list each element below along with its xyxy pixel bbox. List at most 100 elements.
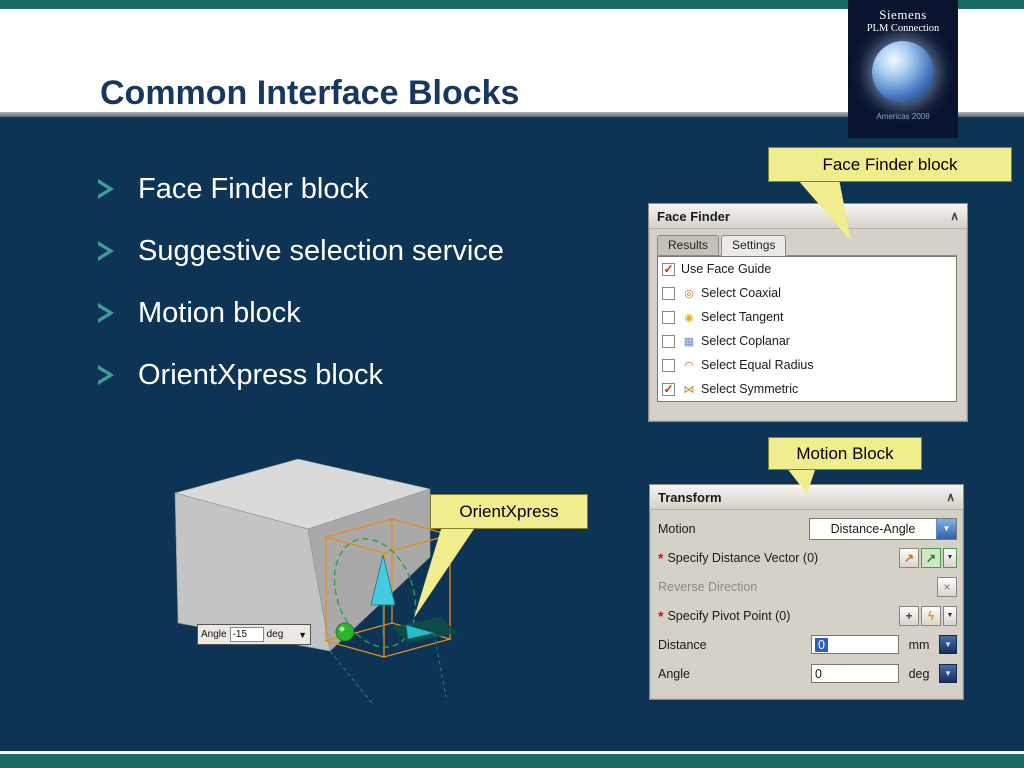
origin-ball-handle[interactable] [335,622,355,642]
distance-value: 0 [815,637,828,652]
transform-rows: Motion Distance-Angle ▼ * Specify Distan… [650,510,963,688]
angle-label: Angle [658,666,690,681]
construction-lines [329,632,447,704]
bullet-arrow-icon [98,365,114,385]
bullet-item: Face Finder block [98,158,504,220]
cad-viewport [173,458,458,704]
reverse-direction-buttons: × [937,576,957,597]
angle-onscreen-widget: Angle -15 deg ▼ [197,624,311,645]
distance-unit-dropdown[interactable]: ▼ [939,635,957,654]
list-item-label: Select Coplanar [701,334,790,348]
transform-title: Transform [658,489,722,505]
angle-unit-label: deg [908,666,930,681]
header-divider [0,112,1024,117]
coplanar-icon: ▦ [683,335,695,348]
callout-orientxpress: OrientXpress [430,494,588,529]
checkbox[interactable]: ✓ [662,261,675,276]
angle-widget-spinner-icon[interactable]: ▼ [298,629,307,640]
inferred-vector-button[interactable]: ↗ [921,547,941,568]
vector-options-dropdown[interactable]: ▼ [943,547,957,568]
required-marker: * [658,549,664,566]
callout-motion-block: Motion Block [768,437,922,470]
tab-results[interactable]: Results [657,235,720,255]
lateral-cone-handle[interactable] [405,624,435,640]
equal-radius-icon: ◠ [684,359,694,372]
reverse-direction-button[interactable]: × [937,576,957,597]
vector-icon: ↗ [925,550,937,565]
face-finder-panel: Face Finder ∧ Results Settings ✓ Use Fac… [648,203,968,422]
motion-row: Motion Distance-Angle ▼ [658,514,957,543]
logo-event-text: Americas 2008 [876,112,930,121]
pivot-point-buttons: + ϟ ▼ [899,605,957,626]
bullet-arrow-icon [98,179,114,199]
bullet-label: Motion block [138,296,301,329]
list-item-use-face-guide[interactable]: ✓ Use Face Guide [658,257,956,281]
angle-widget-input[interactable]: -15 [229,627,264,642]
collapse-arrow-button[interactable]: ∧ [950,209,959,223]
distance-unit-label: mm [908,637,930,652]
tangent-icon: ◉ [684,311,694,324]
point-dialog-button[interactable]: + [899,605,919,626]
solid-block [173,458,432,652]
chevron-down-icon[interactable]: ▼ [936,518,956,539]
list-item-label: Select Tangent [701,310,784,324]
angle-value: 0 [815,666,822,681]
snap-point-button[interactable]: ϟ [921,605,941,626]
point-options-dropdown[interactable]: ▼ [943,605,957,626]
distance-label: Distance [658,637,707,652]
bottom-line [0,751,1024,754]
angle-widget-label: Angle [201,629,227,640]
angle-widget-unit: deg [266,629,284,640]
checkbox[interactable] [662,286,675,300]
globe-icon [872,41,934,103]
siemens-logo: Siemens PLM Connection Americas 2008 [848,0,958,138]
list-item-select-coplanar[interactable]: ▦ Select Coplanar [658,329,956,353]
checkbox[interactable]: ✓ [662,381,675,396]
list-item-label: Select Equal Radius [701,358,814,372]
bullet-label: Suggestive selection service [138,234,504,267]
collapse-arrow-button[interactable]: ∧ [946,490,955,504]
logo-brand-line2: PLM Connection [866,23,940,34]
face-finder-title: Face Finder [657,208,730,224]
list-item-label: Select Coaxial [701,286,781,300]
list-item-select-symmetric[interactable]: ✓ ⋈ Select Symmetric [658,377,956,401]
list-item-label: Select Symmetric [701,382,799,396]
pivot-point-row: * Specify Pivot Point (0) + ϟ ▼ [658,601,957,630]
z-axis-cone-handle[interactable] [370,554,396,637]
angle-row: Angle 0 deg ▼ [658,659,957,688]
motion-dropdown[interactable]: Distance-Angle ▼ [809,517,957,540]
distance-vector-label: Specify Distance Vector (0) [667,550,819,565]
distance-input[interactable]: 0 [811,635,899,654]
vector-icon: ↗ [903,550,915,565]
list-item-select-equal-radius[interactable]: ◠ Select Equal Radius [658,353,956,377]
list-item-select-tangent[interactable]: ◉ Select Tangent [658,305,956,329]
distance-vector-row: * Specify Distance Vector (0) ↗ ↗ ▼ [658,543,957,572]
vector-dialog-button[interactable]: ↗ [899,547,919,568]
checkbox[interactable] [662,358,675,372]
transform-panel: Transform ∧ Motion Distance-Angle ▼ * Sp… [649,484,964,700]
coaxial-icon: ◎ [684,287,694,300]
required-marker: * [658,607,664,624]
page-title: Common Interface Blocks [100,74,520,112]
bullet-list: Face Finder block Suggestive selection s… [98,158,504,406]
rotation-circle-handle[interactable] [320,527,430,658]
bullet-item: OrientXpress block [98,344,504,406]
tab-settings[interactable]: Settings [721,235,787,256]
bullet-item: Suggestive selection service [98,220,504,282]
face-finder-titlebar: Face Finder ∧ [649,204,967,229]
orientation-wireframe [323,518,453,658]
angle-unit-dropdown[interactable]: ▼ [939,664,957,683]
top-accent-bar [0,0,1024,9]
bullet-arrow-icon [98,241,114,261]
distance-vector-buttons: ↗ ↗ ▼ [899,547,957,568]
point-icon: + [905,608,913,623]
face-finder-tabstrip: Results Settings [657,235,957,256]
checkbox[interactable] [662,334,675,348]
checkbox[interactable] [662,310,675,324]
callout-face-finder: Face Finder block [768,147,1012,182]
angle-input[interactable]: 0 [811,664,899,683]
reverse-direction-label: Reverse Direction [658,579,758,594]
motion-dropdown-value: Distance-Angle [830,521,916,536]
list-item-select-coaxial[interactable]: ◎ Select Coaxial [658,281,956,305]
